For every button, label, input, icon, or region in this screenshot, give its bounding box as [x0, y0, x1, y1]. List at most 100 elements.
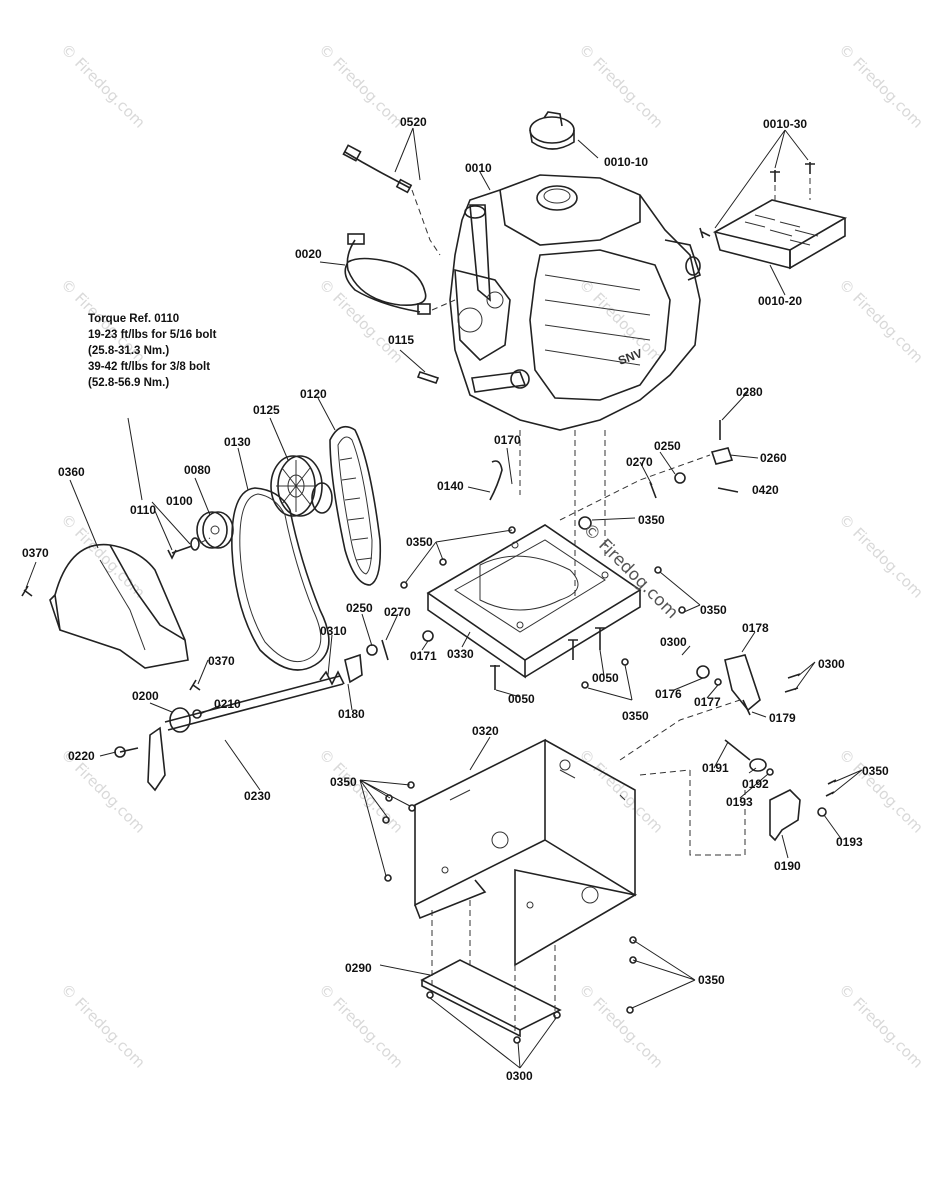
- callout-0171: 0171: [410, 649, 437, 663]
- callout-0350-e: 0350: [330, 775, 357, 789]
- svg-text:© Firedog.com: © Firedog.com: [575, 980, 667, 1072]
- callout-0192: 0192: [742, 777, 769, 791]
- callout-0220: 0220: [68, 749, 95, 763]
- bracket-0260: [710, 447, 734, 465]
- svg-text:© Firedog.com: © Firedog.com: [835, 40, 927, 132]
- callout-0178: 0178: [742, 621, 769, 635]
- callout-0280: 0280: [736, 385, 763, 399]
- screw-0370-a: [21, 585, 33, 597]
- svg-text:© Firedog.com: © Firedog.com: [835, 980, 927, 1072]
- callout-0350-g: 0350: [698, 973, 725, 987]
- callout-0210: 0210: [214, 697, 241, 711]
- svg-text:© Firedog.com: © Firedog.com: [575, 40, 667, 132]
- bolt-0050-b: [595, 627, 605, 650]
- part-callouts: 0520 0010 0010-10 0010-30 0010-20 0020 0…: [22, 115, 889, 1083]
- fasteners-0350: [382, 526, 686, 1044]
- svg-text:© Firedog.com: © Firedog.com: [57, 980, 149, 1072]
- callout-0370-b: 0370: [208, 654, 235, 668]
- callout-0300-a: 0300: [660, 635, 687, 649]
- callout-0170: 0170: [494, 433, 521, 447]
- belt-0130: [231, 487, 330, 671]
- callout-0350-d: 0350: [622, 709, 649, 723]
- callout-0179: 0179: [769, 711, 796, 725]
- callout-0350-f: 0350: [862, 764, 889, 778]
- callout-0270-a: 0270: [626, 455, 653, 469]
- lever-dashes: [619, 699, 741, 761]
- callout-0320: 0320: [472, 724, 499, 738]
- pulley-0125: [270, 455, 333, 517]
- belt-cover-0360: [49, 543, 189, 669]
- callout-0193-b: 0193: [836, 835, 863, 849]
- frame-dashes-bottom: [431, 900, 556, 1035]
- torque-note: Torque Ref. 0110 19-23 ft/lbs for 5/16 b…: [88, 313, 217, 389]
- callout-0140: 0140: [437, 479, 464, 493]
- callout-0110: 0110: [130, 503, 156, 517]
- svg-text:© Firedog.com: © Firedog.com: [315, 745, 407, 837]
- callout-0120: 0120: [300, 387, 327, 401]
- callout-0360: 0360: [58, 465, 85, 479]
- callout-0050-a: 0050: [592, 671, 619, 685]
- center-watermark: © Firedog.com: [578, 519, 682, 623]
- frame-plate-0330: [426, 524, 642, 679]
- callout-0300-c: 0300: [506, 1069, 533, 1083]
- callout-0020: 0020: [295, 247, 322, 261]
- svg-text:© Firedog.com: © Firedog.com: [835, 510, 927, 602]
- fuel-cap: [529, 111, 575, 150]
- callout-0125: 0125: [253, 403, 280, 417]
- bolt-0050-c: [568, 639, 578, 660]
- svg-text:© Firedog.com: © Firedog.com: [315, 40, 407, 132]
- frame-0320: [414, 738, 638, 967]
- arrow-0420: [717, 487, 739, 493]
- torque-note-line-3: 39-42 ft/lbs for 3/8 bolt: [88, 361, 210, 373]
- belt-0120: [329, 425, 382, 586]
- svg-text:© Firedog.com: © Firedog.com: [835, 745, 927, 837]
- bracket-0190: [724, 739, 837, 842]
- torque-note-line-4: (52.8-56.9 Nm.): [88, 377, 169, 389]
- callout-0010-10: 0010-10: [604, 155, 648, 169]
- torque-note-line-2: (25.8-31.3 Nm.): [88, 345, 169, 357]
- bottom-plate-0290: [420, 959, 562, 1038]
- callout-0180: 0180: [338, 707, 365, 721]
- washer-0250-a: [674, 472, 686, 484]
- callout-0230: 0230: [244, 789, 271, 803]
- torque-note-line-1: 19-23 ft/lbs for 5/16 bolt: [88, 329, 217, 341]
- callout-0250-b: 0250: [346, 601, 373, 615]
- callout-0010-30: 0010-30: [763, 117, 807, 131]
- callout-0190: 0190: [774, 859, 801, 873]
- callout-0350-a: 0350: [638, 513, 665, 527]
- primer-line: [342, 144, 441, 256]
- callout-0250-a: 0250: [654, 439, 681, 453]
- callout-0080: 0080: [184, 463, 211, 477]
- electric-starter-cord: [344, 233, 456, 315]
- washer-0250-b: [366, 644, 378, 656]
- bolt-0050-a: [490, 665, 500, 690]
- callout-0300-b: 0300: [818, 657, 845, 671]
- pin-0270-a: [649, 481, 657, 499]
- leader-lines: [25, 127, 863, 1069]
- callout-0290: 0290: [345, 961, 372, 975]
- callout-0130: 0130: [224, 435, 251, 449]
- callout-0191: 0191: [702, 761, 729, 775]
- spacer-0171: [422, 630, 434, 642]
- callout-0176: 0176: [655, 687, 682, 701]
- idler-0080: [196, 511, 234, 549]
- bracket-dashes: [639, 769, 746, 856]
- screw-0370-b: [189, 679, 201, 691]
- engine-assembly: SNV: [449, 174, 701, 431]
- callout-0050-b: 0050: [508, 692, 535, 706]
- bolt-0110: [167, 537, 211, 560]
- callout-0193-a: 0193: [726, 795, 753, 809]
- torque-leader: [127, 417, 143, 501]
- heat-shield: [712, 199, 848, 270]
- callout-0010-20: 0010-20: [758, 294, 802, 308]
- callout-0520: 0520: [400, 115, 427, 129]
- shield-screws: [699, 162, 815, 239]
- torque-note-title: Torque Ref. 0110: [88, 313, 179, 325]
- callout-0010: 0010: [465, 161, 492, 175]
- callout-0270-b: 0270: [384, 605, 411, 619]
- bushing-0350-top: [578, 516, 592, 530]
- callout-0350-b: 0350: [406, 535, 433, 549]
- callout-0100: 0100: [166, 494, 193, 508]
- callout-0115: 0115: [388, 333, 414, 347]
